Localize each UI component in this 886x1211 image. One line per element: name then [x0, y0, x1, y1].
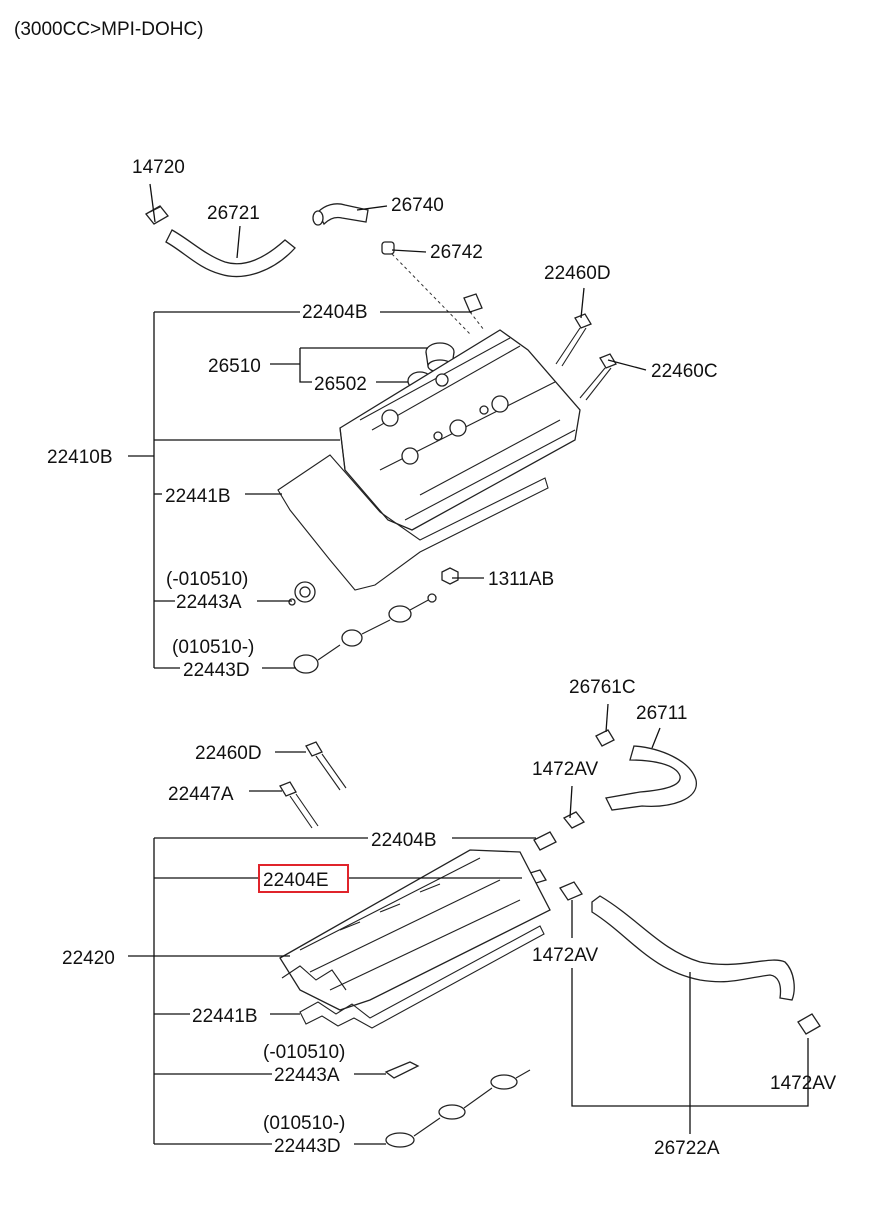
bolt-22447A-drawing [279, 781, 319, 829]
bolt-22460D-top-drawing [555, 313, 592, 367]
label-26742: 26742 [430, 242, 483, 263]
label-22441B-bottom: 22441B [192, 1006, 258, 1027]
label-22460D-bottom: 22460D [195, 743, 262, 764]
label-14720: 14720 [132, 157, 185, 178]
nut-1311AB-drawing [441, 567, 459, 585]
label-26711: 26711 [636, 703, 687, 724]
label-26502: 26502 [314, 374, 367, 395]
label-010510-a-top: (-010510) [166, 569, 248, 590]
rocker-cover-22420-drawing [279, 849, 551, 1011]
hose-clamp-1472AV-b-drawing [559, 881, 583, 901]
label-22420: 22420 [62, 948, 115, 969]
label-26761C: 26761C [569, 677, 636, 698]
lower-leader-lines [128, 703, 809, 1145]
label-22404B-bottom: 22404B [371, 830, 437, 851]
label-26722A: 26722A [654, 1138, 720, 1159]
lower-parts-drawings [279, 729, 821, 1148]
label-1472AV-a: 1472AV [532, 759, 599, 780]
hose-clamp-14720-drawing [145, 205, 169, 225]
label-22404B-top: 22404B [302, 302, 368, 323]
upper-parts-drawings [145, 203, 617, 674]
label-22447A: 22447A [168, 784, 234, 805]
label-22443A-top: 22443A [176, 592, 242, 613]
label-1311AB: 1311AB [488, 569, 554, 590]
label-22460C: 22460C [651, 361, 718, 382]
hose-clamp-1472AV-a-drawing [562, 811, 586, 829]
breather-hose-26722A-drawing [591, 895, 795, 1001]
upper-leader-lines [128, 183, 647, 669]
label-22443A-bottom: 22443A [274, 1065, 340, 1086]
label-22443D-bottom: 22443D [274, 1136, 341, 1157]
pcv-nipple-22404B-bottom-drawing [533, 831, 557, 851]
highlight-box-22404E [258, 864, 349, 893]
upper-labels: 14720 26721 26740 26742 22460D 22460C 22… [47, 157, 718, 681]
grommet-26742-drawing [381, 241, 471, 335]
spark-plug-seal-22443D-top-drawing [293, 593, 437, 674]
label-010510-a-bottom: (-010510) [263, 1042, 345, 1063]
hose-clamp-26761C-drawing [595, 729, 615, 747]
label-1472AV-b: 1472AV [532, 945, 599, 966]
label-26510: 26510 [208, 356, 261, 377]
label-1472AV-c: 1472AV [770, 1073, 837, 1094]
label-22460D-top: 22460D [544, 263, 611, 284]
spark-plug-seal-22443D-bottom-drawing [385, 1069, 531, 1148]
hose-clamp-1472AV-c-drawing [797, 1013, 821, 1035]
label-26740: 26740 [391, 195, 444, 216]
label-22404E[interactable]: 22404E [263, 870, 329, 891]
engine-spec-title: (3000CC>MPI-DOHC) [14, 19, 204, 40]
cover-gasket-22441B-top-drawing [277, 454, 549, 591]
label-010510-d-top: (010510-) [172, 637, 254, 658]
label-010510-d-bottom: (010510-) [263, 1113, 345, 1134]
lower-labels: 26761C 26711 22460D 1472AV 22447A 22404B… [62, 677, 837, 1159]
label-22410B: 22410B [47, 447, 113, 468]
hose-26711-drawing [605, 745, 697, 811]
bolt-22460C-drawing [579, 353, 617, 401]
rocker-cover-22410B-drawing [339, 329, 581, 531]
cover-gasket-22441B-bottom-drawing [299, 925, 545, 1029]
label-26721: 26721 [207, 203, 260, 224]
hose-26740-drawing [317, 203, 369, 226]
label-22441B-top: 22441B [165, 486, 231, 507]
label-22443D-top: 22443D [183, 660, 250, 681]
bolt-22460D-bottom-drawing [305, 741, 347, 791]
spark-plug-seal-22443A-bottom-drawing [384, 1061, 420, 1079]
spark-plug-seal-22443A-top-drawing [288, 581, 316, 606]
breather-hose-26721-drawing [165, 229, 296, 278]
